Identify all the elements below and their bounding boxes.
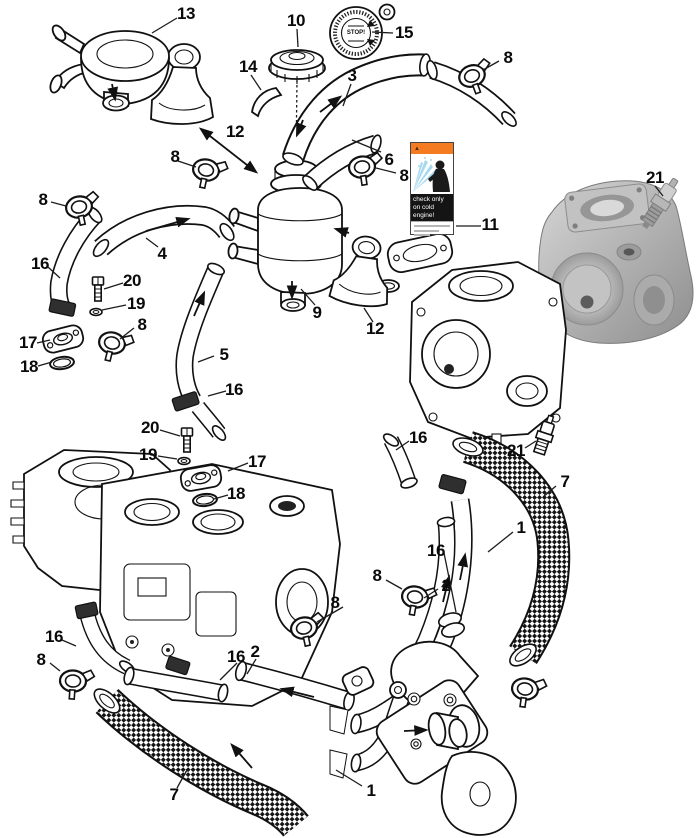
callout-21-sensor-b: 21 — [507, 441, 525, 460]
hose-6-drawing — [302, 134, 382, 191]
oring-18-a — [48, 354, 76, 372]
bracket-drawing-b — [328, 235, 389, 308]
filler-cap-drawing — [268, 49, 326, 84]
hose-collar — [438, 612, 465, 638]
callout-16-hose-b: 16 — [225, 380, 243, 399]
callout-19-washer-a: 19 — [127, 294, 145, 313]
callout-8-clamp-d: 8 — [38, 190, 48, 209]
callout-8-clamp-f: 8 — [372, 566, 382, 585]
callout-20-bolt-a: 20 — [123, 271, 141, 290]
callout-4-hose: 4 — [157, 244, 167, 263]
warning-label: ▲ check only on cold engine! — [410, 142, 454, 237]
callout-8-clamp-b: 8 — [170, 147, 180, 166]
braided-hose-a-drawing — [452, 431, 571, 667]
callout-16-hose-f: 16 — [227, 647, 245, 666]
footnote-line — [414, 234, 431, 237]
callout-8-clamp-h: 8 — [36, 650, 46, 669]
callout-15-pressure-cap: 15 — [395, 23, 413, 42]
clamp-b — [188, 154, 231, 194]
footnote-line — [414, 225, 450, 228]
bolt-20-a — [91, 276, 105, 302]
callout-16-hose-c: 16 — [409, 428, 427, 447]
hose-5-drawing — [175, 262, 225, 405]
hose-16-f-drawing — [123, 666, 229, 703]
callout-16-hose-e: 16 — [45, 627, 63, 646]
callout-20-bolt-b: 20 — [141, 418, 159, 437]
callout-12-bracket-a: 12 — [226, 122, 244, 141]
steam-spray-illustration — [413, 157, 450, 192]
warning-label-footnote — [411, 221, 453, 239]
pressure-cap-drawing — [329, 3, 396, 60]
callout-18-oring-a: 18 — [20, 357, 38, 376]
warning-label-header: ▲ — [411, 143, 453, 154]
pressure-cap-text: STOP! — [346, 30, 366, 36]
washer-19-b — [177, 456, 191, 466]
callout-7-braided-a: 7 — [560, 472, 570, 491]
hose-16-e-drawing — [79, 611, 136, 675]
engine-crankcase-photo — [538, 177, 694, 344]
hose-16-c-drawing — [382, 433, 418, 489]
footnote-line — [414, 229, 440, 232]
hose-16-b-drawing — [191, 402, 227, 441]
callout-17-flange-b: 17 — [248, 452, 266, 471]
clamp-h — [57, 667, 96, 702]
callout-2-hose-b: 2 — [250, 642, 260, 661]
callout-5-hose: 5 — [219, 345, 229, 364]
callout-16-hose-d: 16 — [427, 541, 445, 560]
callout-17-flange-a: 17 — [19, 333, 37, 352]
gasket-drawing — [386, 233, 454, 273]
callout-10-cap: 10 — [287, 11, 305, 30]
engine-assembly-drawing — [10, 449, 341, 707]
callout-11-label: 11 — [481, 215, 499, 234]
warning-label-art — [411, 154, 453, 194]
leader-lines — [36, 17, 664, 789]
flange-17-a — [40, 322, 86, 356]
water-pump-drawing — [341, 640, 517, 836]
callout-6-hose: 6 — [384, 150, 394, 169]
callout-16-hose-a: 16 — [31, 254, 49, 273]
clamp-i — [508, 674, 549, 711]
callout-1-hose-b: 1 — [366, 781, 376, 800]
curved-pad-drawing — [251, 87, 283, 118]
warning-triangle-icon: ▲ — [414, 145, 420, 152]
callout-1-hose-a: 1 — [516, 518, 526, 537]
pointer-wedges — [329, 705, 349, 779]
oil-cooler-drawing — [49, 24, 170, 112]
callout-2-hose-a: 2 — [441, 576, 451, 595]
callout-13-oil-cooler: 13 — [177, 4, 195, 23]
callout-21-sensor-a: 21 — [646, 168, 664, 187]
person-silhouette — [428, 160, 450, 192]
clamp-e — [93, 327, 137, 367]
hose-cuffs — [48, 298, 467, 676]
crankcase-half-drawing — [409, 261, 567, 450]
bolt-20-b — [180, 427, 194, 453]
hose-4-drawing — [92, 204, 235, 258]
expansion-tank-drawing — [227, 159, 343, 312]
callout-12-bracket-b: 12 — [366, 319, 384, 338]
callout-7-braided-b: 7 — [169, 785, 179, 804]
callout-18-oring-b: 18 — [227, 484, 245, 503]
callout-3-hose: 3 — [347, 66, 357, 85]
braided-hose-b-drawing — [93, 688, 309, 837]
flow-arrows — [107, 83, 469, 769]
temperature-sensor-photo — [641, 177, 679, 229]
callout-8-clamp-c: 8 — [399, 166, 409, 185]
washer-19-a — [89, 307, 103, 317]
callout-9-tank: 9 — [312, 303, 322, 322]
callout-8-clamp-g: 8 — [330, 593, 340, 612]
callout-8-clamp-a: 8 — [503, 48, 513, 67]
callout-14-pad: 14 — [239, 57, 257, 76]
callout-8-clamp-e: 8 — [137, 315, 147, 334]
hose-2-lower-drawing — [234, 660, 355, 712]
warning-label-text: check only on cold engine! — [411, 194, 453, 222]
callout-19-washer-b: 19 — [139, 445, 157, 464]
